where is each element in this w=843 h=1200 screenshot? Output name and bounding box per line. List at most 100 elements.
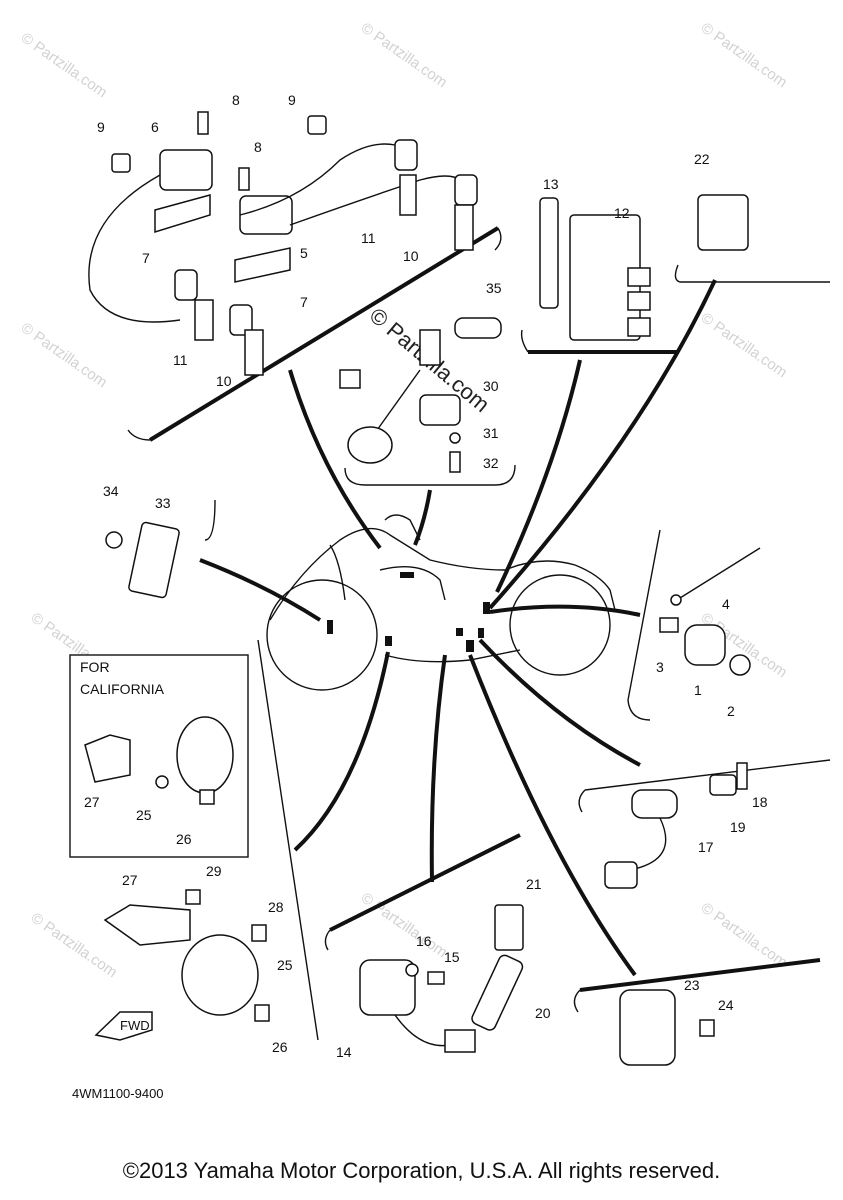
horn-bracket-27a (84, 734, 131, 783)
callout-6: 6 (151, 119, 159, 135)
callout-20: 20 (535, 1005, 551, 1021)
callout-23: 23 (684, 977, 700, 993)
callout-25b: 25 (277, 957, 293, 973)
callout-33: 33 (155, 495, 171, 511)
neutral-switch-group (604, 762, 748, 889)
nut-29 (185, 889, 201, 905)
callout-1: 1 (694, 682, 702, 698)
speed-sensor-group (659, 547, 761, 676)
callout-17: 17 (698, 839, 714, 855)
sensor-17 (631, 789, 678, 819)
california-line1: FOR (80, 659, 110, 675)
callout-4: 4 (722, 596, 730, 612)
callout-27b: 27 (122, 872, 138, 888)
bolt-26a (199, 789, 215, 805)
horn-left-bracket (257, 639, 319, 1041)
spark-plug-cap-10b (229, 304, 253, 336)
callouts: 1 2 3 4 5 6 7 7 8 8 9 9 10 10 11 11 12 1… (84, 92, 768, 1060)
spark-plug-cap-11a (394, 139, 418, 171)
california-line2: CALIFORNIA (80, 681, 165, 697)
ignition-coil-6 (159, 149, 213, 191)
callout-9a: 9 (97, 119, 105, 135)
relay-22 (697, 194, 749, 251)
horn-group-right (619, 989, 715, 1066)
watermark-text: © Partzilla.com (18, 29, 111, 101)
diagram-code: 4WM1100-9400 (72, 1086, 164, 1101)
callout-11a: 11 (361, 230, 376, 246)
spark-plug-cap-body-10a (454, 204, 474, 251)
callout-9b: 9 (288, 92, 296, 108)
motorcycle-outline (266, 514, 616, 691)
fwd-arrow (94, 1011, 153, 1041)
spark-plug-cap-body-11a (399, 174, 417, 216)
callout-18: 18 (752, 794, 768, 810)
group-brackets (127, 226, 831, 1041)
callout-26a: 26 (176, 831, 192, 847)
spark-plug-cap-body-11b (194, 299, 214, 341)
callout-14: 14 (336, 1044, 352, 1060)
bolt-8b (238, 167, 250, 191)
watermark-text: © Partzilla.com (698, 19, 791, 91)
callout-16: 16 (416, 933, 432, 949)
callout-19: 19 (730, 819, 746, 835)
callout-26b: 26 (272, 1039, 288, 1055)
horn-25b (181, 934, 259, 1016)
callout-8b: 8 (254, 139, 262, 155)
starter-relay-bracket (329, 833, 521, 932)
float (347, 426, 393, 464)
spark-plug-cap-body-10b (244, 329, 264, 376)
speed-sensor-1 (684, 624, 726, 666)
bolt-3 (659, 617, 679, 633)
callout-3: 3 (656, 659, 664, 675)
bolt-26b (254, 1004, 270, 1022)
bolt-15 (427, 971, 445, 985)
callout-12: 12 (614, 205, 630, 221)
ecu-band-13 (539, 197, 559, 309)
callout-27a: 27 (84, 794, 100, 810)
horn-25a (176, 716, 234, 794)
coil-cover-7a (154, 194, 211, 234)
horn-23 (619, 989, 676, 1066)
hose-20 (471, 954, 524, 1031)
callout-13: 13 (543, 176, 559, 192)
o-ring-2 (729, 654, 751, 676)
washer-31 (449, 432, 461, 444)
callout-5: 5 (300, 245, 308, 261)
callout-35: 35 (486, 280, 502, 296)
ignition-group-bracket (148, 226, 500, 442)
fwd-label: FWD (120, 1018, 150, 1033)
leader-lines (199, 279, 717, 977)
washer-16 (405, 963, 419, 977)
neutral-switch-bracket (584, 759, 831, 791)
starter-relay-14 (359, 959, 416, 1016)
watermark-text: © Partzilla.com (698, 309, 791, 381)
callout-10b: 10 (216, 373, 232, 389)
bolt-18 (736, 762, 748, 790)
callout-34: 34 (103, 483, 119, 499)
callout-10a: 10 (403, 248, 419, 264)
callout-32: 32 (483, 455, 499, 471)
callout-7a: 7 (142, 250, 150, 266)
sender-base-30 (419, 394, 461, 426)
fuel-sender-group (339, 317, 502, 473)
connector (339, 369, 361, 389)
starter-relay-group (359, 904, 524, 1053)
watermark-text: © Partzilla.com (18, 319, 111, 391)
callout-2: 2 (727, 703, 735, 719)
ecu-connector-b (627, 291, 651, 311)
sensor-connector (604, 861, 638, 889)
reflector-group (105, 521, 180, 599)
washer-25a (155, 775, 169, 789)
ignition-coil-5 (239, 195, 293, 235)
reflector-33 (128, 521, 180, 599)
watermark-text: © Partzilla.com (358, 889, 451, 961)
callout-25a: 25 (136, 807, 152, 823)
watermark-text: © Partzilla.com (358, 19, 451, 91)
horn-group-left: FWD (94, 889, 270, 1041)
clip-9b (307, 115, 327, 135)
callout-21: 21 (526, 876, 542, 892)
callout-31: 31 (483, 425, 499, 441)
coil-cover-7b (234, 247, 291, 283)
callout-7b: 7 (300, 294, 308, 310)
